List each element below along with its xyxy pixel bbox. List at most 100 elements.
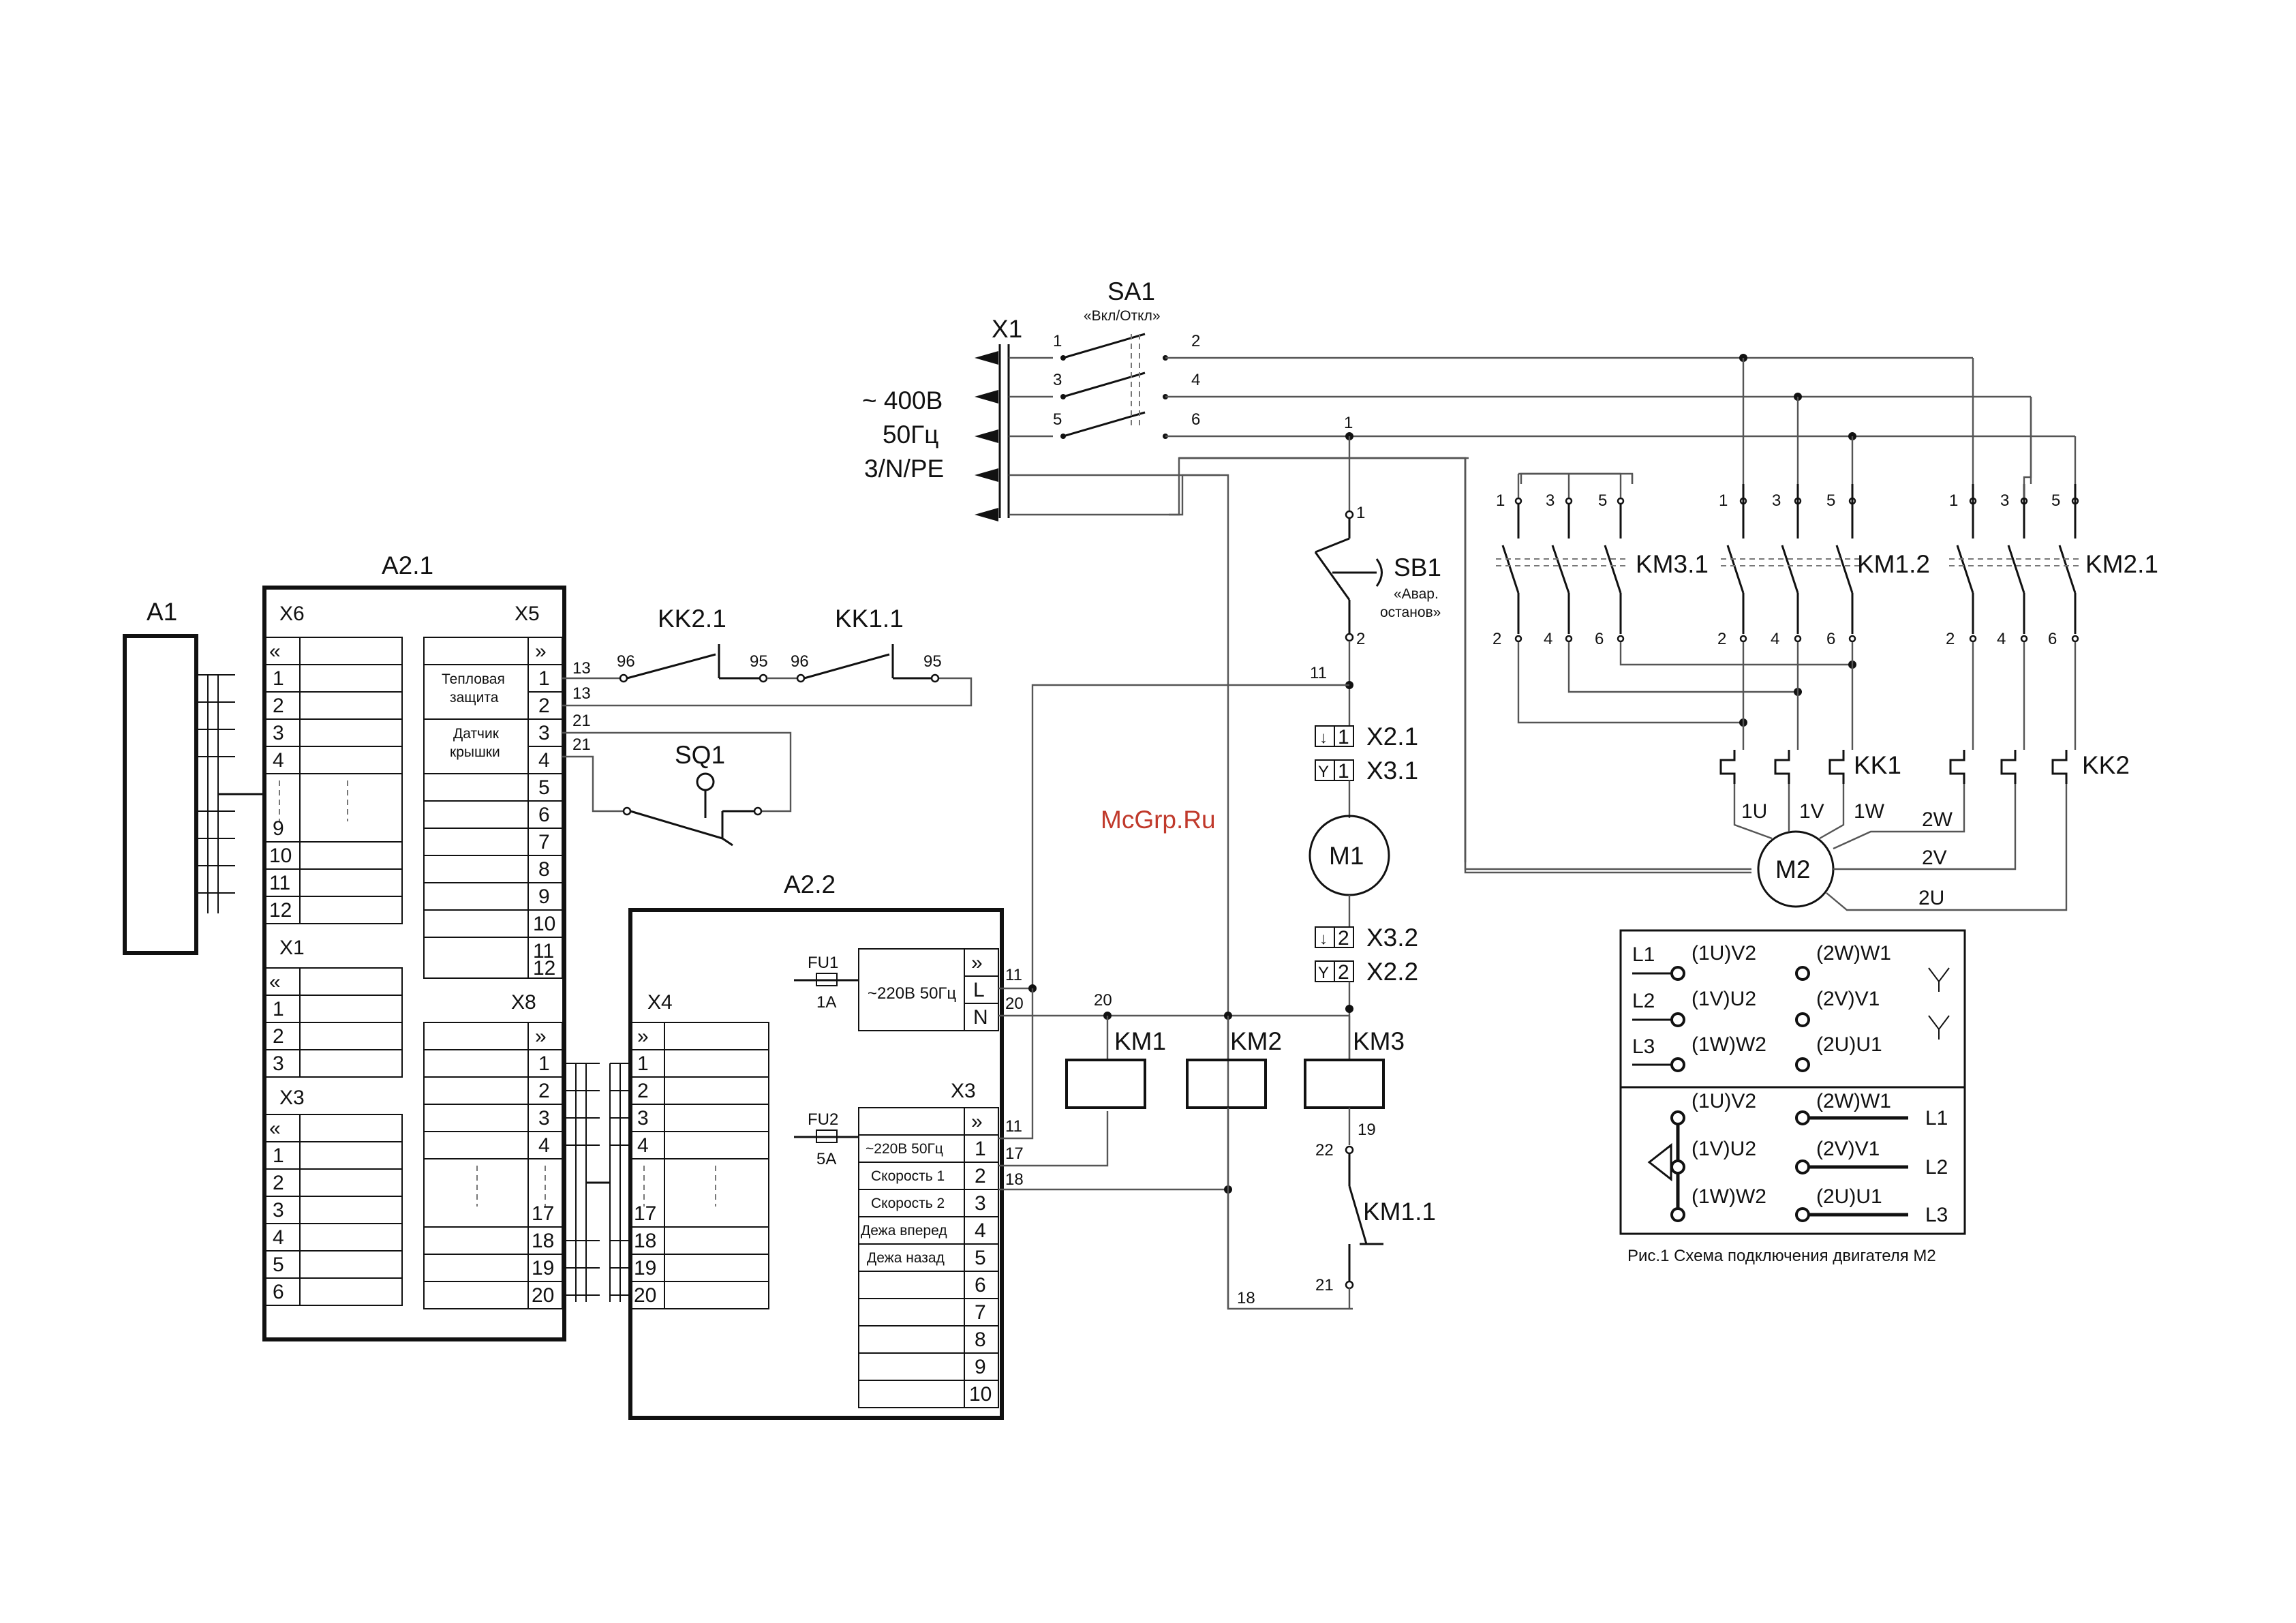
km21-pin: 4 — [1997, 630, 2006, 648]
a22-block: A2.2 X4 — [562, 870, 1004, 1420]
sq1-label: SQ1 — [675, 741, 725, 769]
a21-x5-row: 10 — [533, 913, 555, 935]
km31-label: KM3.1 — [1636, 550, 1709, 578]
a21-x5-row: 9 — [538, 885, 550, 908]
a21-x8-row: 17 — [532, 1202, 554, 1225]
star-left: (1W)W2 — [1692, 1033, 1766, 1056]
a22-x3-table: » ~220В 50Гц Скорость 1 Скорость 2 Дежа … — [858, 1107, 999, 1408]
star-left: (1U)V2 — [1692, 942, 1756, 965]
km2-coil-label: KM2 — [1230, 1027, 1282, 1055]
a21-x5-label: X5 — [515, 603, 540, 625]
a21-x6-row: 1 — [273, 667, 284, 690]
a21-x5-row: 11 — [533, 940, 554, 962]
delta-left: (1U)V2 — [1692, 1090, 1756, 1112]
sa1-pin-1: 1 — [1053, 332, 1062, 350]
a22-label: A2.2 — [784, 870, 836, 898]
star-left: (1V)U2 — [1692, 988, 1756, 1010]
a22-x4-label: X4 — [647, 991, 673, 1014]
km31-pin: 5 — [1598, 491, 1607, 510]
star-l1: L1 — [1632, 943, 1655, 966]
wire-label: 21 — [572, 712, 591, 730]
svg-text:»: » — [971, 1110, 983, 1133]
svg-text:»: » — [535, 640, 547, 663]
a21-x3-row: 2 — [273, 1172, 284, 1194]
sa1-pin-5: 5 — [1053, 410, 1062, 429]
supply-voltage: ~ 400В — [862, 386, 943, 414]
delta-right: (2W)W1 — [1816, 1090, 1891, 1112]
delta-left: (1V)U2 — [1692, 1138, 1756, 1160]
a21-x3-row: 4 — [273, 1226, 284, 1249]
kk2-label: KK2 — [2082, 751, 2130, 779]
a22-x3-label: X3 — [951, 1080, 976, 1102]
sb1-pin-top: 1 — [1356, 504, 1365, 522]
a21-x6-row: 12 — [269, 899, 292, 922]
svg-text:↓: ↓ — [1319, 729, 1328, 747]
a21-x5-row: 5 — [538, 776, 550, 799]
a22-x3-row-label: Скорость 1 — [871, 1168, 945, 1184]
km21-pin: 5 — [2051, 491, 2060, 510]
km21-pin: 1 — [1949, 491, 1958, 510]
m2-w1u: 1U — [1741, 800, 1767, 823]
a22-x3-row-num: 8 — [975, 1329, 986, 1351]
x32-label: X3.2 — [1366, 924, 1418, 952]
a21-x6-row: 11 — [269, 872, 290, 894]
km12-pin: 4 — [1771, 630, 1779, 648]
wire-label: 13 — [572, 684, 591, 703]
a22-x4-row: 19 — [634, 1257, 656, 1279]
wire-label: 21 — [572, 735, 591, 754]
a21-x5-table: » Тепловая защита Датчик крышки 1 2 3 4 … — [423, 637, 563, 980]
a22-x3-row-num: 7 — [975, 1301, 986, 1324]
a21-x5-thermal-2: защита — [450, 690, 499, 706]
a22-x4-row: 2 — [637, 1080, 649, 1102]
sb1-subtitle-2: останов» — [1380, 605, 1441, 620]
km1-coil-label: KM1 — [1114, 1027, 1166, 1055]
watermark: McGrp.Ru — [1101, 806, 1216, 834]
sa1-label: SA1 — [1107, 277, 1155, 305]
x21-pin: 1 — [1338, 726, 1349, 748]
wire-label: 13 — [572, 659, 591, 678]
a21-x6-row: 9 — [273, 817, 284, 840]
star-connection: L1 L2 L3 (1U)V2 (1V)U2 (1W)W2 (2W)W1 (2V… — [1632, 942, 1950, 1072]
svg-text:»: » — [971, 952, 983, 974]
star-right: (2V)V1 — [1816, 988, 1880, 1010]
km11-label: KM1.1 — [1363, 1198, 1436, 1226]
delta-l3: L3 — [1925, 1204, 1948, 1226]
a21-x6-row: 2 — [273, 695, 284, 717]
a21-x5-row: 3 — [538, 722, 550, 744]
km12-label: KM1.2 — [1857, 550, 1930, 578]
a22-x4-row: 4 — [637, 1134, 649, 1157]
node-1-label: 1 — [1344, 414, 1353, 432]
star-l2: L2 — [1632, 990, 1655, 1012]
kk21-pin-95: 95 — [750, 652, 768, 671]
a21-x8-row: 18 — [532, 1230, 554, 1252]
x8-x4-bus — [562, 1063, 630, 1302]
a21-x8-table: » 1 2 3 4 17 18 19 20 — [423, 1022, 563, 1309]
a21-x5-thermal-1: Тепловая — [442, 671, 505, 687]
km21-pin: 6 — [2048, 630, 2057, 648]
m2-motor: M2 1U 1V 1W 2W 2V 2U — [1733, 784, 2068, 911]
a21-x5-row: 7 — [538, 831, 550, 853]
a21-x3-row: 6 — [273, 1281, 284, 1303]
a1-block: A1 — [123, 598, 264, 955]
a21-x5-row: 8 — [538, 858, 550, 881]
a21-x3-table: « 1 2 3 4 5 6 — [265, 1114, 403, 1306]
a21-x3-row: 5 — [273, 1254, 284, 1276]
x32-pin: 2 — [1338, 927, 1349, 950]
a21-x6-row: 4 — [273, 749, 284, 772]
a22-x4-row: 20 — [634, 1284, 656, 1307]
wire-label: 20 — [1005, 995, 1024, 1013]
a22-power-label: ~220В 50Гц — [868, 984, 956, 1003]
star-l3: L3 — [1632, 1035, 1655, 1058]
sb1-pin-bottom: 2 — [1356, 630, 1365, 648]
x31-pin: 1 — [1338, 760, 1349, 783]
x22-label: X2.2 — [1366, 958, 1418, 986]
fu2-fuse: FU2 5A — [794, 1110, 859, 1168]
sb1-label: SB1 — [1394, 553, 1441, 581]
a22-x3-row-num: 6 — [975, 1274, 986, 1296]
a21-x8-label: X8 — [511, 991, 536, 1014]
sb1-emergency-stop: 1 2 SB1 «Авар. останов» 11 — [1031, 436, 1441, 988]
km11-pin-21: 21 — [1315, 1276, 1334, 1294]
a21-x8-row: 1 — [538, 1052, 550, 1075]
fu2-rating: 5A — [816, 1150, 836, 1168]
km21-contact: 1 3 5 2 4 6 KM2.1 — [1946, 484, 2158, 648]
